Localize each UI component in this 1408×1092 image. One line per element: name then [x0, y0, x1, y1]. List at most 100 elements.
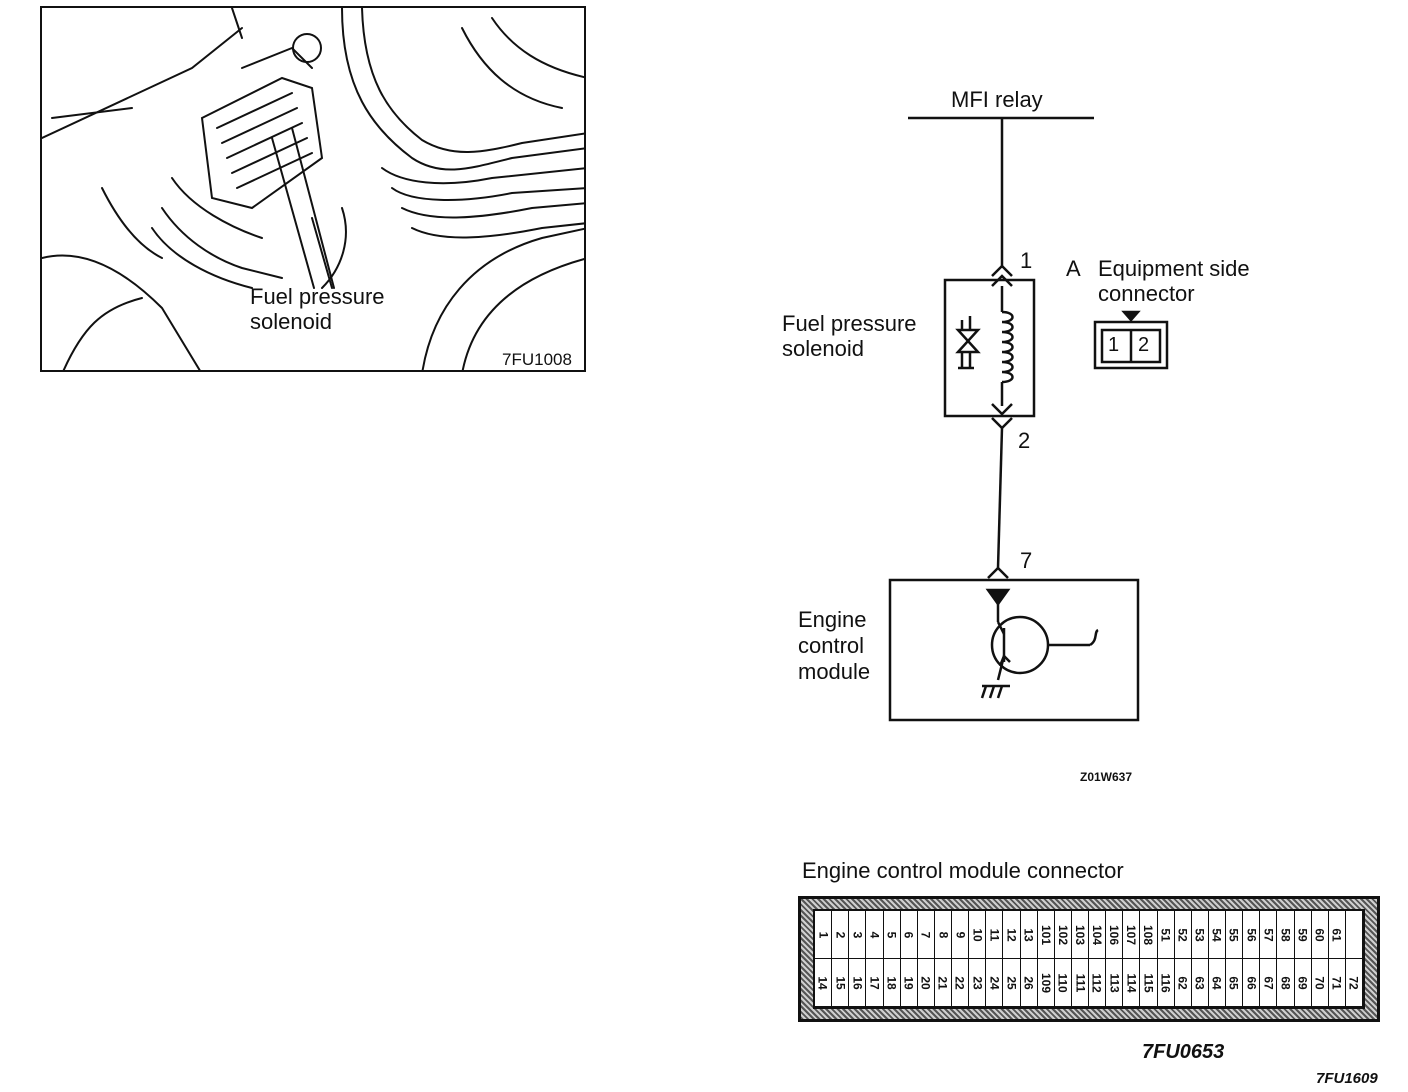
- connector-pin-top: 103: [1071, 911, 1089, 959]
- connector-pin-number: 15: [833, 975, 848, 990]
- connector-pin-number: 64: [1209, 975, 1224, 990]
- connector-pin-top: 6: [900, 911, 918, 959]
- connector-pin-top: 8: [934, 911, 952, 959]
- connector-pin-top: 51: [1157, 911, 1175, 959]
- pin1-connector-mark: [991, 264, 1013, 277]
- connector-pin-number: 58: [1278, 927, 1293, 942]
- solenoid-label-1: Fuel pressure: [782, 311, 917, 336]
- connector-pin-top: 52: [1174, 911, 1192, 959]
- connector-pin-number: 23: [970, 975, 985, 990]
- connector-pin-top: 2: [832, 911, 850, 959]
- connector-pin-number: 7: [918, 931, 933, 938]
- connector-label-1: Equipment side: [1098, 256, 1250, 281]
- connector-pin-number: 16: [850, 975, 865, 990]
- connector-pin-number: 60: [1312, 927, 1327, 942]
- connector-pin-top: 106: [1106, 911, 1124, 959]
- pin-7-label: 7: [1020, 548, 1033, 573]
- connector-pin-number: 67: [1261, 975, 1276, 990]
- connector-pin-bottom: 111: [1071, 959, 1089, 1007]
- connector-pin-bottom: 18: [883, 959, 901, 1007]
- connector-pin-top: 12: [1003, 911, 1021, 959]
- connector-pin-top: 101: [1037, 911, 1055, 959]
- connector-pin-number: 102: [1055, 924, 1070, 945]
- connector-letter: A: [1066, 256, 1081, 281]
- pin-2-label: 2: [1018, 428, 1031, 453]
- pin2-connector-mark: [991, 403, 1013, 416]
- connector-pin-number: 68: [1278, 975, 1293, 990]
- connector-pin-bottom: 20: [917, 959, 935, 1007]
- connector-pin-bottom: 72: [1345, 959, 1363, 1007]
- connector-pin-number: 112: [1090, 972, 1105, 993]
- pin7-connector-mark: [987, 566, 1009, 579]
- connector-pin-top: 55: [1226, 911, 1244, 959]
- connector-pin-top: 1: [815, 911, 833, 959]
- connector-pin-number: 63: [1192, 975, 1207, 990]
- connector-pin-number: 101: [1038, 924, 1053, 945]
- equipment-connector-outer: [1093, 320, 1169, 370]
- connector-pin-top: 53: [1191, 911, 1209, 959]
- connector-pin-top: 108: [1140, 911, 1158, 959]
- connector-pin-top: 102: [1054, 911, 1072, 959]
- connector-pin-number: 12: [1004, 927, 1019, 942]
- connector-pin-number: 6: [901, 931, 916, 938]
- connector-pin-bottom: 65: [1226, 959, 1244, 1007]
- connector-pin-number: 19: [901, 975, 916, 990]
- connector-pin-top: 54: [1208, 911, 1226, 959]
- connector-pin-bottom: 16: [849, 959, 867, 1007]
- connector-pin-number: 72: [1346, 975, 1361, 990]
- connector-pin-number: 52: [1175, 927, 1190, 942]
- connector-pin-top: 61: [1328, 911, 1346, 959]
- connector-pin-bottom: 19: [900, 959, 918, 1007]
- connector-pin-top: 11: [986, 911, 1004, 959]
- photo-code: 7FU1008: [502, 350, 572, 369]
- schematic-code: Z01W637: [1080, 770, 1133, 784]
- connector-pin-number: 14: [816, 975, 831, 990]
- pin-1-label: 1: [1020, 248, 1033, 273]
- connector-pin-number: 62: [1175, 975, 1190, 990]
- connector-pin-number: 66: [1244, 975, 1259, 990]
- connector-pin-top: 3: [849, 911, 867, 959]
- connector-pin-bottom: 68: [1277, 959, 1295, 1007]
- connector-pin-bottom: 17: [866, 959, 884, 1007]
- engine-bay-line-drawing: [42, 8, 584, 370]
- connector-pin-bottom: 25: [1003, 959, 1021, 1007]
- connector-label-2: connector: [1098, 281, 1195, 306]
- connector-pin-bottom: 110: [1054, 959, 1072, 1007]
- connector-pin-number: 25: [1004, 975, 1019, 990]
- connector-pin-number: 109: [1038, 972, 1053, 993]
- connector-pin-bottom: 14: [815, 959, 833, 1007]
- connector-pin-number: 24: [987, 975, 1002, 990]
- connector-pin-top: 5: [883, 911, 901, 959]
- connector-pin-number: 20: [918, 975, 933, 990]
- connector-pin-number: 22: [953, 975, 968, 990]
- connector-pin-number: 21: [935, 975, 950, 990]
- connector-pin-number: 4: [867, 931, 882, 938]
- connector-pin-number: 51: [1158, 927, 1173, 942]
- connector-pin-top: 9: [952, 911, 970, 959]
- connector-pin-bottom: 66: [1243, 959, 1261, 1007]
- connector-pin-top: 56: [1243, 911, 1261, 959]
- connector-pin-number: 108: [1141, 924, 1156, 945]
- connector-pin-bottom: 23: [969, 959, 987, 1007]
- connector-pin-number: 26: [1021, 975, 1036, 990]
- connector-pin-number: 59: [1295, 927, 1310, 942]
- engine-bay-illustration: Fuel pressure solenoid 7FU1008: [40, 6, 586, 372]
- connector-pin-number: 2: [833, 931, 848, 938]
- ecm-label-1: Engine: [798, 607, 867, 632]
- connector-pin-bottom: 70: [1311, 959, 1329, 1007]
- connector-pin-number: 3: [850, 931, 865, 938]
- photo-solenoid-label-1: Fuel pressure: [250, 284, 385, 309]
- ecm-label-3: module: [798, 659, 871, 684]
- connector-pin-bottom: 114: [1123, 959, 1141, 1007]
- connector-pin-number: 116: [1158, 972, 1173, 993]
- connector-pin-number: 113: [1107, 972, 1122, 993]
- connector-pin-bottom: 109: [1037, 959, 1055, 1007]
- connector-pin-bottom: 15: [832, 959, 850, 1007]
- connector-pin-top: 7: [917, 911, 935, 959]
- connector-pin-bottom: 67: [1260, 959, 1278, 1007]
- connector-pin-bottom: 26: [1020, 959, 1038, 1007]
- solenoid-label-2: solenoid: [782, 336, 864, 361]
- connector-pin-bottom: 112: [1089, 959, 1107, 1007]
